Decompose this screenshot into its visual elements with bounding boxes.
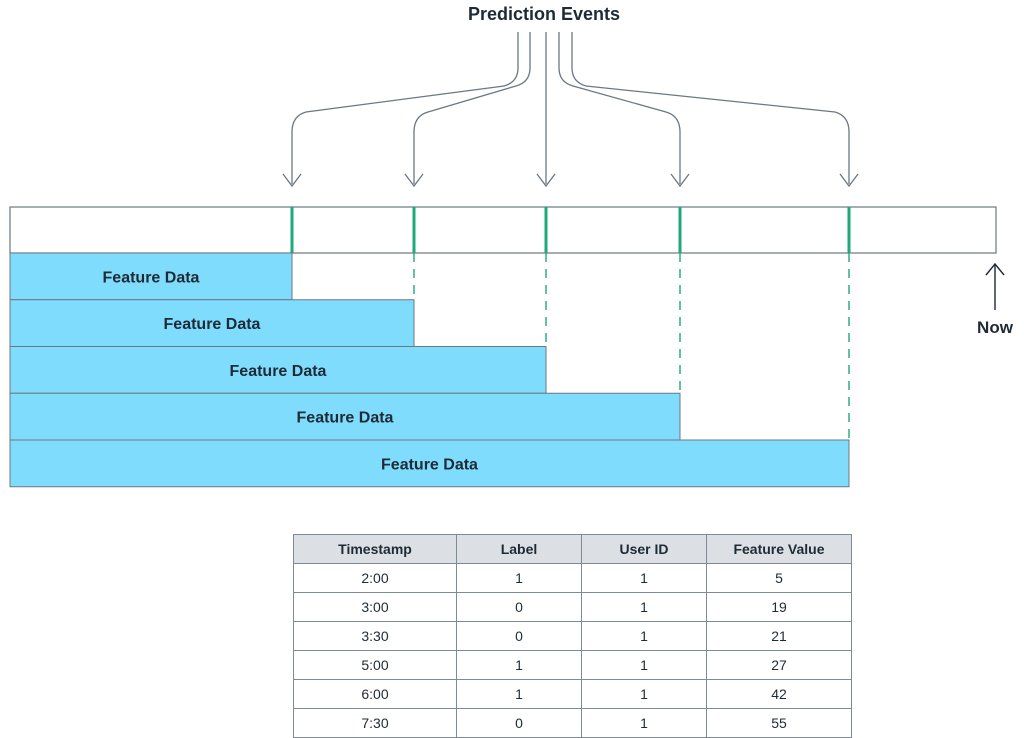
table-cell: 42	[706, 679, 852, 709]
table-cell: 1	[456, 650, 582, 680]
table-cell: 7:30	[293, 708, 457, 738]
table-cell: 5:00	[293, 650, 457, 680]
arrowhead-icon	[839, 173, 859, 188]
feature-data-bar	[9, 346, 547, 394]
feature-data-label: Feature Data	[230, 363, 327, 380]
arrowhead-icon	[282, 173, 302, 188]
table-cell: 5	[706, 563, 852, 593]
table-cell: 3:30	[293, 621, 457, 651]
now-label: Now	[977, 318, 1014, 337]
feature-data-label: Feature Data	[297, 410, 394, 427]
header-feature-value: Feature Value	[706, 534, 852, 564]
table-cell: 0	[456, 592, 582, 622]
table-cell: 0	[456, 708, 582, 738]
table-cell: 1	[581, 650, 707, 680]
arrowhead-icon	[670, 173, 690, 188]
feature-data-bar	[9, 252, 293, 301]
table-cell: 1	[581, 592, 707, 622]
table-cell: 1	[456, 679, 582, 709]
table-cell: 55	[706, 708, 852, 738]
table-cell: 1	[581, 679, 707, 709]
feature-data-bar	[9, 299, 415, 347]
event-arrow-icon	[571, 32, 850, 184]
event-dashed-lines	[413, 253, 850, 440]
feature-data-label: Feature Data	[103, 269, 200, 286]
event-arrow-icon	[558, 32, 681, 184]
feature-data-label: Feature Data	[164, 316, 261, 333]
feature-data-bar	[9, 439, 850, 488]
prediction-event-arrows	[282, 32, 859, 188]
table-cell: 3:00	[293, 592, 457, 622]
header-timestamp: Timestamp	[293, 534, 457, 564]
table-header-row: Timestamp Label User ID Feature Value	[293, 534, 852, 564]
feature-data-bar	[9, 392, 681, 441]
events-table: Timestamp Label User ID Feature Value 2:…	[293, 534, 852, 738]
header-user-id: User ID	[581, 534, 707, 564]
diagram-title: Prediction Events	[468, 4, 620, 24]
now-marker: Now	[977, 262, 1014, 337]
event-arrow-icon	[291, 32, 519, 184]
header-label: Label	[456, 534, 582, 564]
event-ticks	[290, 207, 851, 253]
timeline-bar	[9, 206, 997, 254]
table-cell: 21	[706, 621, 852, 651]
now-arrowhead-icon	[985, 262, 1005, 276]
table-cell: 2:00	[293, 563, 457, 593]
feature-data-label: Feature Data	[381, 456, 478, 473]
arrowhead-icon	[404, 173, 424, 188]
arrowhead-icon	[536, 173, 556, 188]
table-cell: 0	[456, 621, 582, 651]
event-arrow-icon	[413, 32, 531, 184]
table-cell: 1	[581, 563, 707, 593]
table-cell: 27	[706, 650, 852, 680]
table-cell: 1	[581, 621, 707, 651]
table-cell: 19	[706, 592, 852, 622]
table-cell: 1	[456, 563, 582, 593]
table-cell: 6:00	[293, 679, 457, 709]
table-cell: 1	[581, 708, 707, 738]
